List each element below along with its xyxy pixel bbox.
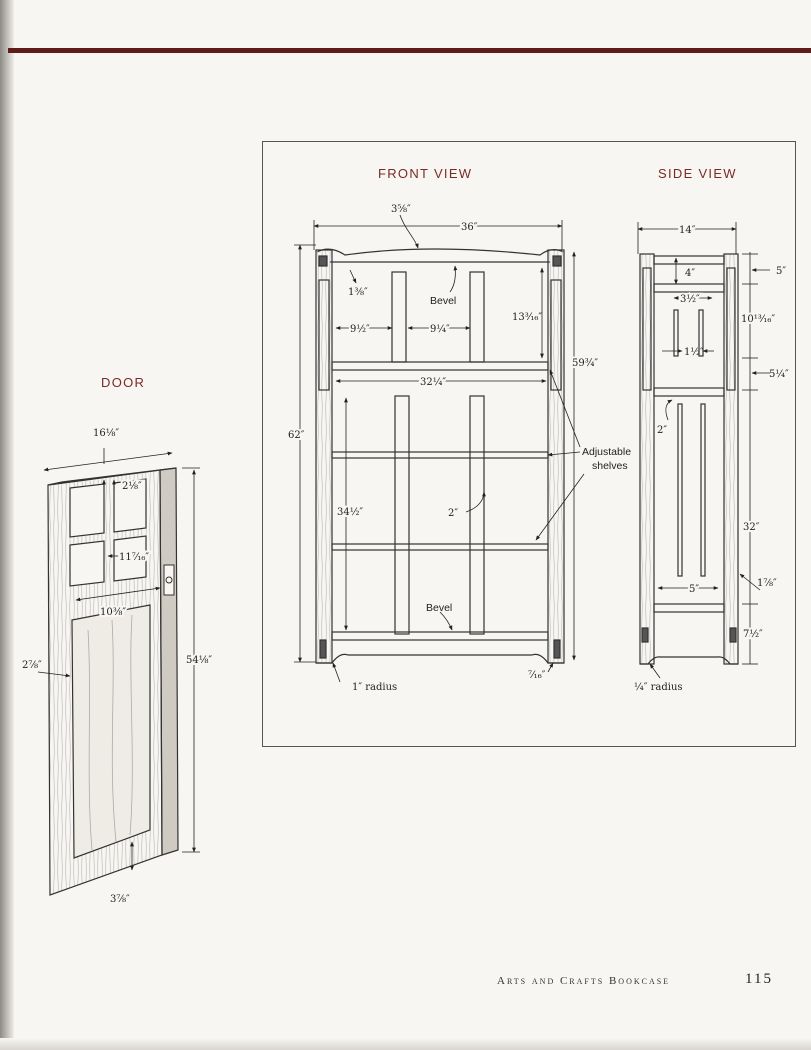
front-view-drawing [315,248,565,664]
header-rule [8,48,811,53]
side-view-drawing [639,253,739,665]
front-dim-small: 1⅜″ [348,287,368,298]
front-view-dimensions [294,214,585,683]
side-dim-5quarter: 5¼″ [769,369,789,380]
side-dim-1eighth: 1⅞″ [757,578,777,589]
door-dim-muntin: 2⅛″ [122,481,142,492]
front-dim-shelf: 32¼″ [420,377,446,388]
page-bottom-shadow [0,1038,811,1050]
door-dimensions [37,448,200,871]
front-dim-foot: ⁷⁄₁₆″ [528,670,546,681]
front-dim-top-rail: 3⅝″ [391,204,411,215]
side-dim-10: 10¹³⁄₁₆″ [741,314,775,325]
door-dim-width: 16⅛″ [93,428,119,439]
side-dim-1half: 1½″ [684,347,704,358]
front-dim-width: 36″ [461,222,478,233]
page-number: 115 [745,971,773,987]
front-dim-total-height: 62″ [288,430,305,441]
door-heading: DOOR [101,375,146,390]
front-dim-lower: 34½″ [337,507,363,518]
front-dim-stile: 2″ [448,508,458,519]
book-spine-shadow [0,0,14,1050]
front-dim-opening: 13³⁄₁₆″ [512,312,542,323]
adjustable-shelves-label-2: shelves [592,460,628,472]
door-dim-bottom: 3⅞″ [110,894,130,905]
side-dim-depth: 14″ [679,225,696,236]
front-bevel-top: Bevel [430,295,456,307]
front-view-heading: FRONT VIEW [378,166,473,181]
side-dim-7half: 7½″ [743,629,763,640]
door-dim-height: 54⅛″ [186,655,212,666]
door-dim-left: 2⅞″ [22,660,42,671]
side-view-heading: SIDE VIEW [658,166,737,181]
running-footer-title: Arts and Crafts Bookcase [497,975,671,987]
adjustable-shelves-label-1: Adjustable [582,446,631,458]
side-dim-4: 4″ [685,268,695,279]
side-dim-top: 5″ [776,266,786,277]
elevation-frame [262,141,796,747]
side-dim-3half: 3½″ [680,294,700,305]
side-dim-5: 5″ [689,584,699,595]
front-dim-overall-height: 59¾″ [572,358,598,369]
side-dim-2: 2″ [657,425,667,436]
door-dim-rail: 10⅜″ [100,607,126,618]
side-view-dimensions [637,222,770,679]
front-radius: 1″ radius [352,682,397,693]
door-dim-light: 11⁷⁄₁₆″ [119,552,149,563]
door-drawing [47,467,179,896]
side-dim-32: 32″ [743,522,760,533]
front-dim-left-bay: 9½″ [350,324,370,335]
front-dim-center-bay: 9¼″ [430,324,450,335]
front-bevel-bottom: Bevel [426,602,452,614]
side-radius: ¼″ radius [634,682,683,693]
